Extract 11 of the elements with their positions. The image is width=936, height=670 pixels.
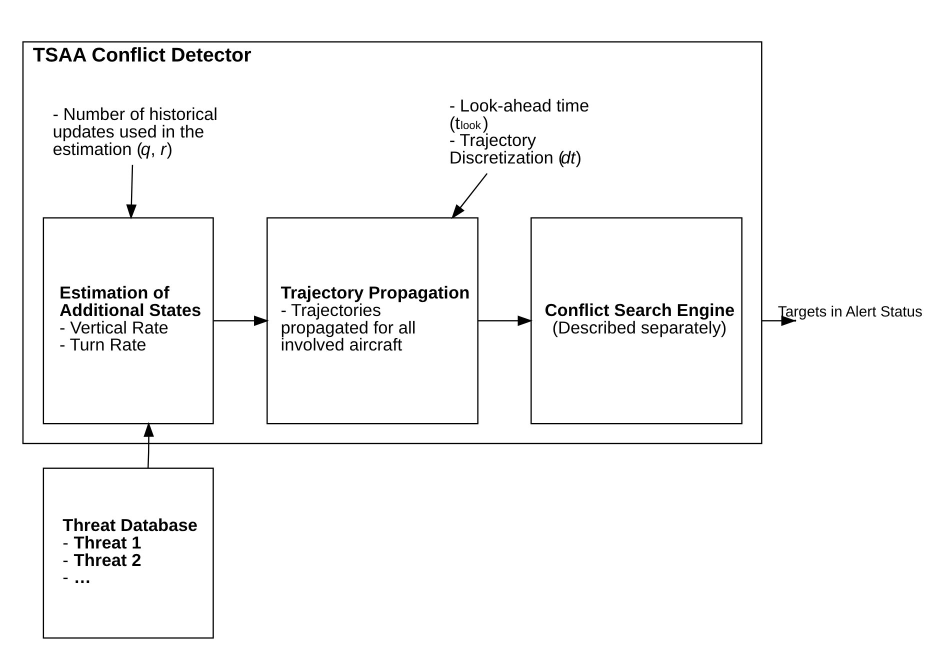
arrow [126, 164, 137, 220]
node-box: Threat Database - Threat 1 - Threat 2 - … [42, 468, 214, 639]
arrow [478, 316, 533, 326]
arrow [144, 422, 154, 468]
node-box: Conflict Search Engine (Described separately) [530, 217, 742, 424]
node-text: - Number of historical updates used in the estimation (q, r) [52, 104, 218, 159]
node-box: Estimation of Additional States - Vertical Rate - Turn Rate [42, 217, 214, 424]
edge-label: Targets in Alert Status [778, 304, 922, 321]
arrow [214, 316, 269, 326]
node-box: Trajectory Propagation - Trajectories propagated for all involved aircraft [266, 217, 478, 424]
arrow [451, 173, 488, 220]
